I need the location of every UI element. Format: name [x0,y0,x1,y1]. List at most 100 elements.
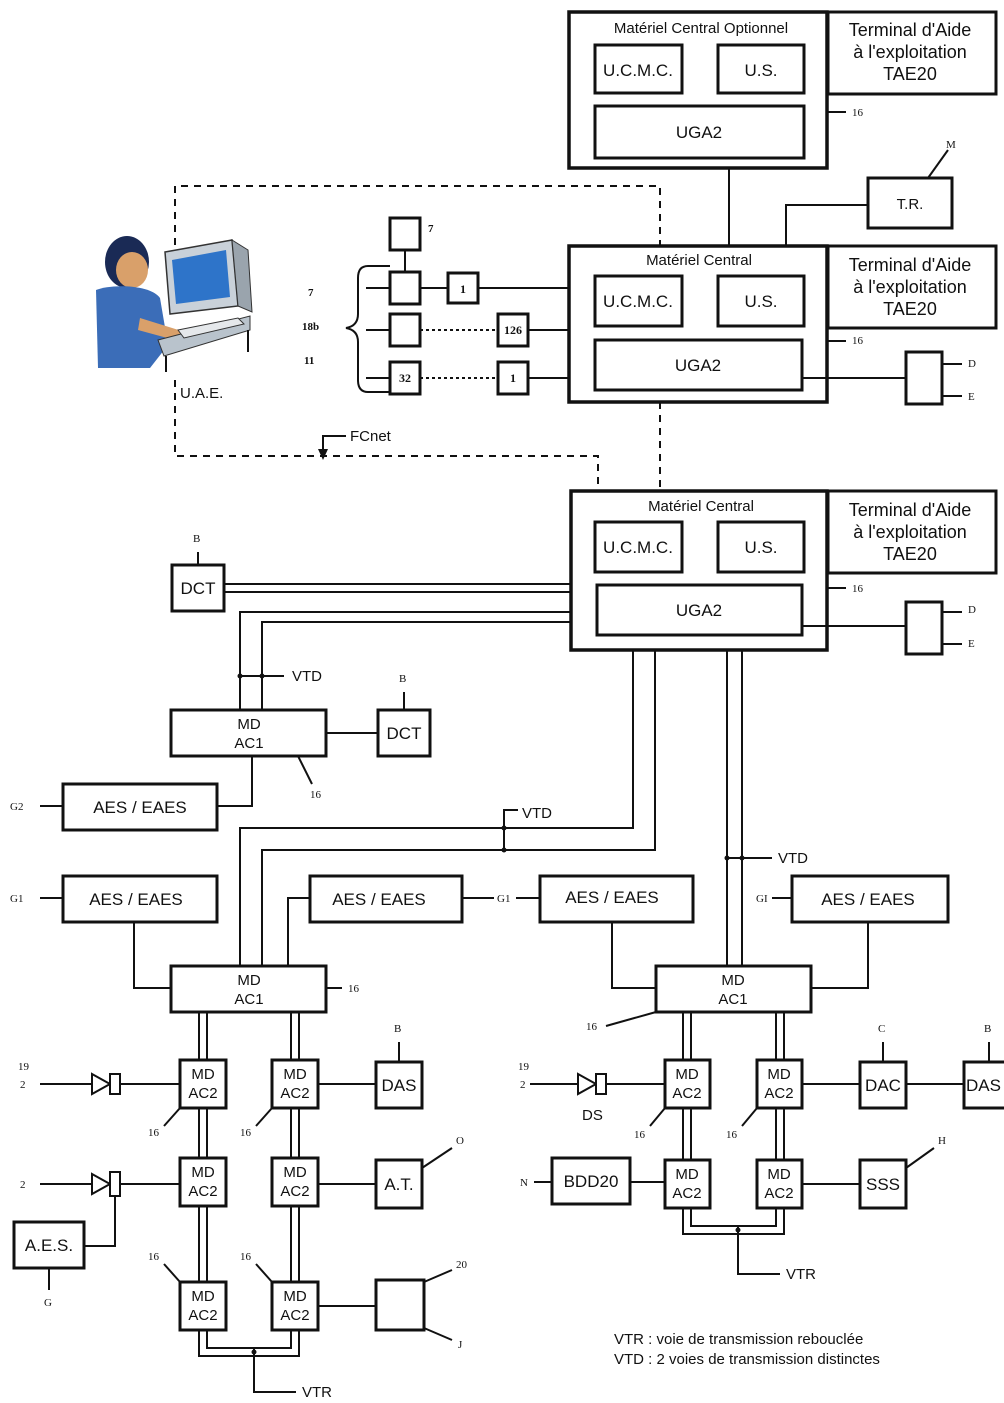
vtd-node [724,855,730,861]
ref-16: 16 [726,1129,738,1141]
dac-box [858,1060,908,1110]
md-ac2-line2: AC2 [188,1307,217,1324]
us-box [716,43,806,95]
aes-link [287,897,310,966]
md-ac1-box [654,964,813,1014]
sss-ref: H [938,1135,946,1147]
ucmc-label: U.C.M.C. [603,538,673,557]
dac-label: DAC [865,1076,901,1095]
brace-count: 18b [302,321,319,333]
out-e: E [968,391,975,403]
tae20-line3: TAE20 [883,544,937,564]
uga2-label: UGA2 [675,356,721,375]
fcnet-arrow-icon [318,449,328,460]
ref-16-opt: 16 [852,107,864,119]
trunk-lines [198,1012,300,1060]
tae20-box [826,10,998,96]
tae20-line1: Terminal d'Aide [849,20,972,40]
fcnet-link-top [174,185,661,246]
tae20-line2: à l'exploitation [853,522,967,542]
md-ac2-box [178,1156,228,1208]
ucmc-box [593,43,684,95]
aes-eaes-box [61,874,219,924]
uga2-label: UGA2 [676,601,722,620]
uga2-label: UGA2 [676,123,722,142]
dct-label: DCT [181,579,216,598]
tr-link [785,204,868,246]
ref-16: 16 [240,1127,252,1139]
central-optional-unit: Matériel Central Optionnel U.C.M.C. U.S.… [567,10,829,170]
vtr-node [251,1349,257,1355]
ucmc-box [593,520,684,574]
ucmc-box [593,274,684,328]
detector-icon [577,1072,599,1096]
at-ref-line [421,1147,453,1169]
aes-ref: G [44,1297,52,1309]
md-ac2-line1: MD [283,1066,306,1083]
terminal-number: 32 [399,371,411,385]
terminal-number: 1 [510,371,516,385]
tae20-line1: Terminal d'Aide [849,255,972,275]
trunk-lines [682,1012,785,1060]
terminal-count: 7 [428,223,434,235]
ref-line [163,1263,273,1283]
ref-16: 16 [634,1129,646,1141]
aes-link [85,1196,116,1247]
at-box [374,1158,424,1210]
desk-legs [165,330,249,372]
brace-count: 11 [304,355,314,367]
out-d: D [968,358,976,370]
md-ac1-line2: AC1 [234,735,263,752]
md-ac1-line2: AC1 [234,991,263,1008]
aes-eaes-label: AES / EAES [332,890,426,909]
md-ac2-line2: AC2 [764,1085,793,1102]
ucmc-label: U.C.M.C. [603,292,673,311]
fcnet-label: FCnet [350,428,392,445]
aes-eaes-label: AES / EAES [821,890,915,909]
detector-body [109,1171,121,1197]
us-label: U.S. [744,292,777,311]
vtr-node [735,1227,741,1233]
md-ac2-line2: AC2 [188,1183,217,1200]
brace-count: 7 [308,287,314,299]
monitor-side [231,239,253,313]
fcnet-link [174,380,599,492]
terminal-brace [345,265,390,393]
md-ac1-line1: MD [721,972,744,989]
md-ac2-box [663,1058,712,1110]
uga2-box [593,104,806,160]
md-ac2-line2: AC2 [280,1085,309,1102]
dct-label: DCT [387,724,422,743]
detector-body [109,1073,121,1095]
das-ref: B [984,1023,991,1035]
uae-label: U.A.E. [180,385,223,402]
detector-count: 2 [20,1179,26,1191]
ref-16: 16 [148,1127,160,1139]
detector-icon [91,1072,113,1096]
vtr-pointer [737,1226,780,1275]
monitor-screen [172,250,230,304]
dac-ref: C [878,1023,885,1035]
us-box [716,520,806,574]
out-d: D [968,604,976,616]
aes-eaes-label: AES / EAES [93,798,187,817]
md-ac2-line1: MD [675,1166,698,1183]
vtd-link [239,611,571,710]
vtd-node [739,855,745,861]
vtd-label: VTD [778,850,808,867]
dct-ref: B [193,533,200,545]
vtd-node [501,825,507,831]
das-label: DAS [966,1076,1001,1095]
md-ac2-line2: AC2 [280,1183,309,1200]
detector-icon [91,1172,113,1196]
operator-body [96,286,168,368]
aes-box-label: A.E.S. [25,1236,73,1255]
peripheral-leads [423,1269,453,1341]
md-ac2-box [270,1156,320,1208]
operator-workstation-icon [96,236,253,372]
das-ref: B [394,1023,401,1035]
md-ac2-line1: MD [767,1166,790,1183]
vtr-loop [198,1330,300,1357]
ds-label: DS [582,1107,603,1124]
